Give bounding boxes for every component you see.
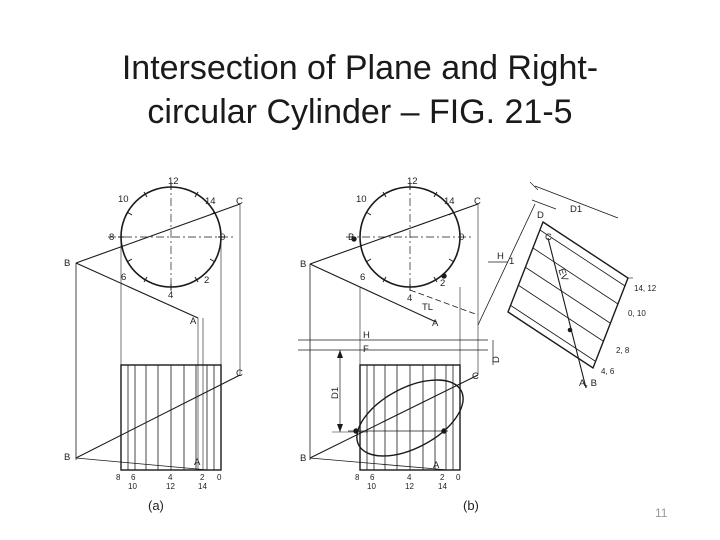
svg-text:A, B: A, B	[579, 378, 597, 389]
drawing-svg: 12 10 14 8 0 6 2 4 B C A C B A 8 6 4 2 0…	[64, 176, 657, 513]
svg-text:8: 8	[109, 232, 114, 243]
svg-text:2: 2	[440, 473, 445, 482]
svg-text:A: A	[433, 460, 440, 471]
svg-text:D: D	[491, 356, 502, 363]
svg-text:8: 8	[116, 473, 121, 482]
svg-text:A: A	[432, 318, 439, 329]
view-a-line-bc-top	[75, 203, 241, 264]
aux-view-rectangle	[507, 220, 629, 370]
svg-text:0: 0	[456, 473, 461, 482]
svg-text:A: A	[190, 316, 197, 327]
svg-text:D1: D1	[330, 387, 341, 399]
svg-text:12: 12	[166, 482, 175, 491]
svg-text:14: 14	[198, 482, 207, 491]
svg-text:10: 10	[367, 482, 376, 491]
svg-text:2, 8: 2, 8	[616, 346, 630, 355]
svg-text:0: 0	[459, 232, 464, 243]
svg-text:EV: EV	[555, 267, 570, 283]
svg-text:B: B	[300, 259, 306, 270]
svg-text:10: 10	[118, 194, 129, 205]
svg-text:B: B	[64, 452, 70, 463]
caption-a: (a)	[148, 498, 164, 513]
svg-text:B: B	[64, 258, 70, 269]
svg-text:0: 0	[217, 473, 222, 482]
svg-text:6: 6	[121, 272, 126, 283]
svg-text:TL: TL	[422, 302, 433, 313]
svg-text:2: 2	[204, 275, 209, 286]
svg-text:4: 4	[168, 290, 173, 301]
page-number: 11	[655, 506, 668, 520]
svg-text:14: 14	[438, 482, 447, 491]
caption-b: (b)	[463, 498, 479, 513]
svg-text:C: C	[236, 196, 243, 207]
technical-drawing-figure: 12 10 14 8 0 6 2 4 B C A C B A 8 6 4 2 0…	[48, 160, 668, 520]
svg-text:4, 6: 4, 6	[601, 367, 615, 376]
svg-text:6: 6	[370, 473, 375, 482]
svg-text:12: 12	[405, 482, 414, 491]
svg-text:4: 4	[407, 293, 412, 304]
svg-text:4: 4	[168, 473, 173, 482]
svg-text:A: A	[194, 457, 201, 468]
svg-text:C: C	[545, 232, 552, 243]
svg-text:2: 2	[440, 278, 445, 289]
svg-text:F: F	[363, 344, 369, 355]
view-b	[298, 181, 633, 471]
svg-text:12: 12	[407, 176, 418, 187]
svg-text:4: 4	[407, 473, 412, 482]
svg-text:12: 12	[168, 176, 179, 187]
svg-text:6: 6	[131, 473, 136, 482]
svg-text:B: B	[300, 453, 306, 464]
svg-text:0: 0	[220, 232, 225, 243]
svg-text:C: C	[236, 368, 243, 379]
svg-text:14, 12: 14, 12	[634, 284, 657, 293]
svg-text:10: 10	[128, 482, 137, 491]
view-b-labels: 12 10 14 B 0 6 2 4 B C TL A H F D1 D C B…	[300, 176, 657, 513]
svg-text:2: 2	[200, 473, 205, 482]
slide-title: Intersection of Plane and Right- circula…	[40, 46, 680, 134]
title-line-1: Intersection of Plane and Right-	[121, 49, 599, 87]
svg-text:1: 1	[509, 256, 514, 267]
svg-text:H: H	[497, 251, 504, 262]
svg-text:14: 14	[444, 196, 455, 207]
svg-text:H: H	[363, 330, 370, 341]
svg-text:14: 14	[205, 196, 216, 207]
svg-text:6: 6	[360, 272, 365, 283]
view-a-plane-edge	[75, 374, 241, 459]
svg-text:C: C	[474, 196, 481, 207]
svg-text:B: B	[348, 232, 354, 243]
svg-text:D1: D1	[570, 204, 582, 215]
view-a-labels: 12 10 14 8 0 6 2 4 B C A C B A 8 6 4 2 0…	[64, 176, 243, 513]
svg-text:0, 10: 0, 10	[628, 309, 646, 318]
svg-text:C: C	[472, 371, 479, 382]
svg-text:8: 8	[355, 473, 360, 482]
svg-text:10: 10	[356, 194, 367, 205]
view-a-line-ba-top	[75, 262, 199, 319]
title-line-2: circular Cylinder – FIG. 21-5	[147, 93, 573, 131]
aux-edge-line	[547, 237, 587, 389]
view-a	[75, 182, 241, 471]
svg-text:D: D	[537, 210, 544, 221]
